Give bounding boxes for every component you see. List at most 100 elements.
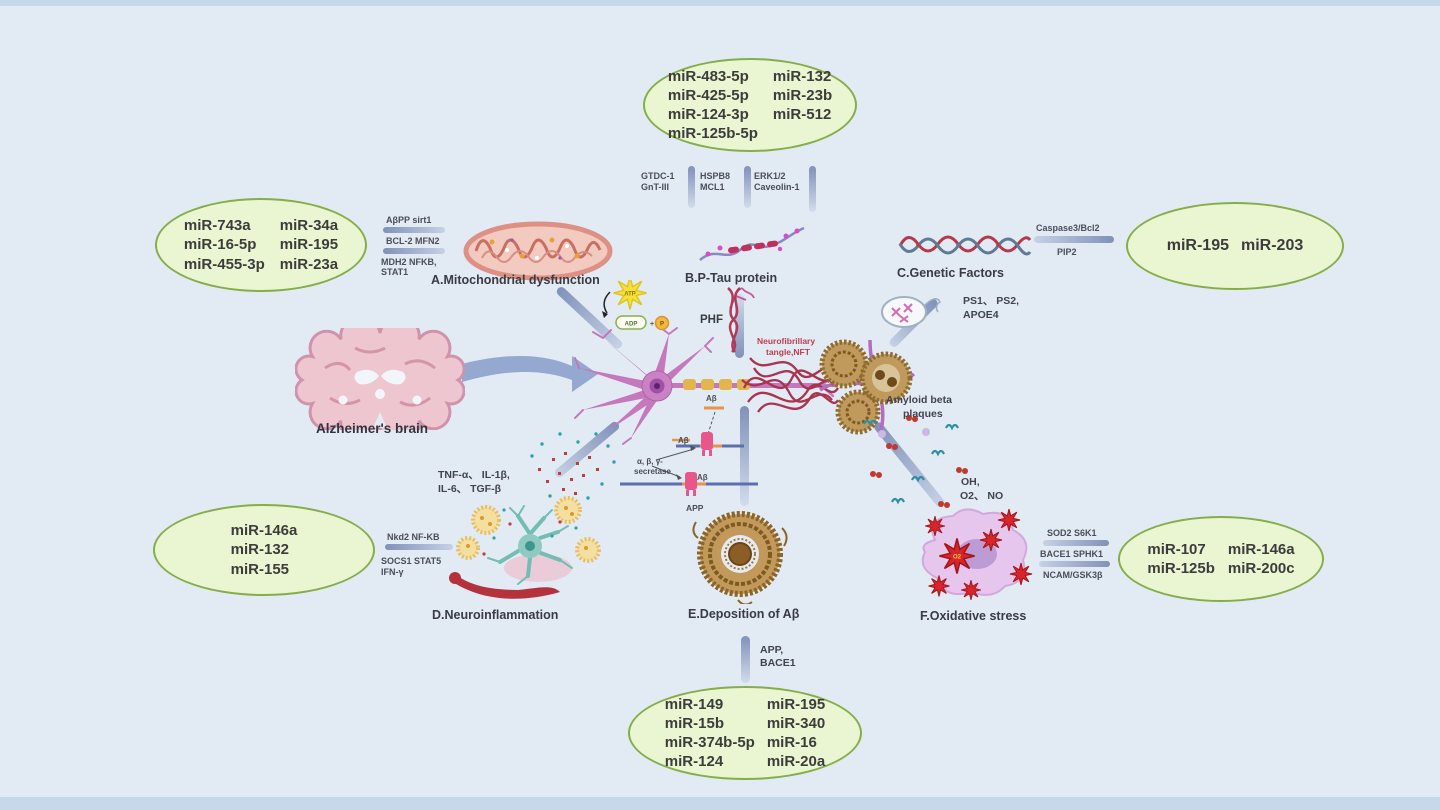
arrow-oxid-path1 <box>1043 540 1109 546</box>
section-c-label: C.Genetic Factors <box>897 266 1004 280</box>
abeta-label: Aβ <box>678 436 689 445</box>
secretase-label: secretase <box>634 467 671 476</box>
mirna-item: miR-155 <box>230 560 289 578</box>
pathway-label: BCL-2 MFN2 <box>386 236 440 246</box>
mirna-oval-deposition: miR-149 miR-15b miR-374b-5p miR-124 miR-… <box>628 686 862 780</box>
nft-tangle-illustration <box>741 357 840 413</box>
abeta-label: Aβ <box>697 473 708 482</box>
genes-label: APOE4 <box>963 309 999 321</box>
arrow-neuron-to-deposition <box>740 406 749 506</box>
mirna-item: miR-195 <box>1166 236 1229 254</box>
mirna-item: miR-20a <box>766 753 826 771</box>
section-d-label: D.Neuroinflammation <box>432 608 559 622</box>
mirna-oval-tau: miR-483-5p miR-425-5p miR-124-3p miR-125… <box>643 58 857 152</box>
alzheimers-brain-label: Alzheimer's brain <box>316 421 428 436</box>
arrow-neuron-to-tau <box>735 294 744 358</box>
mirna-oval-mitochondrial: miR-743a miR-16-5p miR-455-3p miR-34a mi… <box>155 198 367 292</box>
pathway-label: IFN-γ <box>381 567 404 577</box>
pathway-label: ERK1/2 <box>754 171 786 181</box>
mirna-item: miR-124 <box>664 753 724 771</box>
mirna-item: miR-124-3p <box>667 106 749 123</box>
adp-label: ADP <box>625 322 638 328</box>
amyloid-plaques-label: Amyloid beta <box>886 394 952 406</box>
free-radicals-scatter <box>862 415 968 508</box>
mirna-item: miR-146a <box>230 522 298 540</box>
mitochondria-illustration <box>463 221 613 281</box>
phosphate-label: P <box>660 322 664 328</box>
mirna-item: miR-203 <box>1241 236 1304 254</box>
genes-label: PS1、 PS2, <box>963 295 1020 307</box>
o2-label: O2 <box>953 555 962 561</box>
arrow-mito-path2 <box>383 248 445 254</box>
pathway-label: NCAM/GSK3β <box>1043 570 1103 580</box>
section-a-label: A.Mitochondrial dysfunction <box>431 273 600 287</box>
pathway-label: AβPP sirt1 <box>386 215 432 225</box>
bottom-edge-strip <box>0 797 1440 810</box>
mirna-item: miR-483-5p <box>667 67 749 85</box>
atp-label: ATP <box>624 292 636 298</box>
genetic-cell-illustration <box>881 296 942 328</box>
arrow-tau-path2 <box>744 166 751 208</box>
mirna-item: miR-125b <box>1147 560 1215 577</box>
mirna-item: miR-16-5p <box>183 236 257 254</box>
pathway-label: GnT-III <box>641 182 669 192</box>
mirna-oval-genetic: miR-195 miR-203 <box>1126 202 1344 290</box>
pathway-label: PIP2 <box>1057 247 1077 257</box>
mirna-item: miR-200c <box>1227 560 1295 577</box>
amyloid-plaques-label: plaques <box>903 408 943 420</box>
pathway-label: Caspase3/Bcl2 <box>1036 223 1100 233</box>
cytokines-label: IL-6、 TGF-β <box>438 483 501 495</box>
cytokine-dots-scatter <box>530 432 616 500</box>
arrow-mito-path1 <box>383 227 445 233</box>
mirna-item: miR-23b <box>772 86 833 104</box>
section-b-label: B.P-Tau protein <box>685 271 778 285</box>
mirna-item: miR-195 <box>766 695 826 713</box>
secretase-label: α, β, γ- <box>637 457 663 466</box>
mirna-item: miR-425-5p <box>667 86 749 104</box>
amyloid-plaques-illustration <box>819 339 916 435</box>
arrow-neuro-path <box>385 544 453 550</box>
radicals-label: OH, <box>961 476 980 488</box>
mirna-item: miR-149 <box>664 695 724 713</box>
radicals-label: O2、 NO <box>960 490 1004 502</box>
pathway-label: STAT1 <box>381 267 409 277</box>
mirna-item: miR-455-3p <box>183 255 265 273</box>
mirna-item: miR-512 <box>772 106 832 123</box>
arrow-tau-path1 <box>688 166 695 208</box>
pathway-label: Nkd2 NF-KB <box>387 532 440 542</box>
pathway-label: GTDC-1 <box>641 171 675 181</box>
alzheimers-brain-illustration <box>295 328 465 430</box>
pathway-label: MDH2 NFKB, <box>381 257 437 267</box>
mirna-item: miR-16 <box>766 734 817 751</box>
nft-label: Neurofibrillary <box>757 336 816 346</box>
pathway-label: HSPB8 <box>700 171 731 181</box>
plus-sign: + <box>650 321 654 328</box>
abeta-label: Aβ <box>706 394 717 403</box>
atp-adp-cycle: ATP ADP + P <box>602 280 670 331</box>
mirna-item: miR-340 <box>766 714 826 732</box>
top-edge-strip <box>0 0 1440 6</box>
mirna-item: miR-132 <box>230 541 289 559</box>
pathway-label: APP, <box>760 644 784 656</box>
pathway-label: BACE1 SPHK1 <box>1040 549 1104 559</box>
arrow-deposition-path <box>741 636 750 683</box>
tau-protein-illustration <box>699 226 805 261</box>
mirna-oval-oxidative: miR-107 miR-125b miR-146a miR-200c <box>1118 516 1324 602</box>
pathway-label: Caveolin-1 <box>754 182 800 192</box>
arrow-oxid-path2 <box>1039 561 1110 567</box>
mirna-item: miR-146a <box>1227 540 1295 558</box>
mirna-item: miR-34a <box>279 217 339 235</box>
neuron-illustration <box>574 327 838 445</box>
mirna-item: miR-132 <box>772 67 832 85</box>
arrow-genetic-path <box>1034 236 1114 243</box>
mirna-item: miR-23a <box>279 255 339 273</box>
phf-helix-illustration <box>727 287 741 353</box>
phf-label: PHF <box>700 314 723 326</box>
section-f-label: F.Oxidative stress <box>920 609 1027 623</box>
brain-to-neuron-arrow <box>462 355 598 392</box>
app-processing-diagram <box>620 406 758 496</box>
pathway-label: SOCS1 STAT5 <box>381 556 442 566</box>
nft-label: tangle,NFT <box>766 347 810 357</box>
abeta-deposit-illustration <box>692 511 788 604</box>
